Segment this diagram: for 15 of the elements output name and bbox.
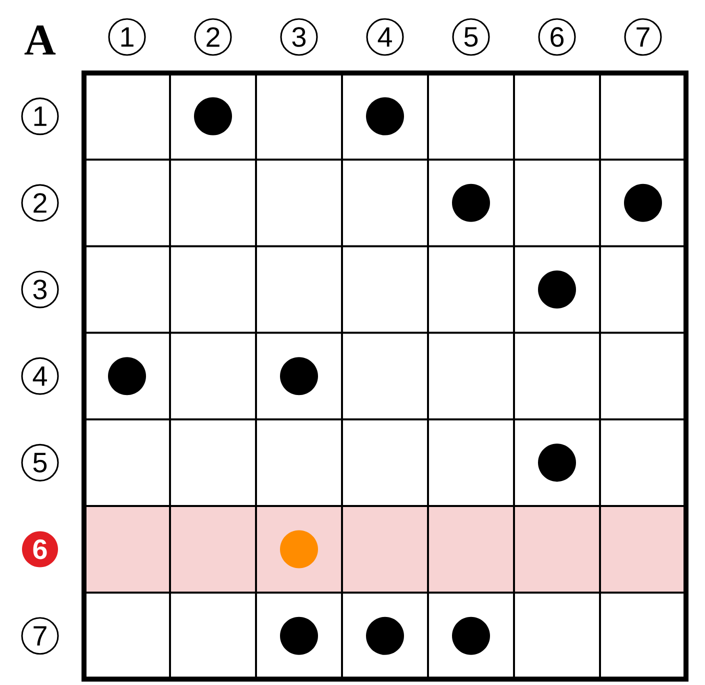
row-number: 1: [21, 98, 59, 136]
column-number: 6: [538, 18, 576, 56]
column-number: 1: [108, 18, 146, 56]
column-number: 2: [194, 18, 232, 56]
column-number: 7: [624, 18, 662, 56]
row-number: 3: [21, 270, 59, 308]
row-number: 6: [22, 531, 58, 568]
column-number: 4: [366, 18, 404, 56]
column-number: 5: [452, 18, 490, 56]
puzzle-letter: A: [24, 25, 56, 55]
row-number: 4: [21, 357, 59, 395]
row-number: 5: [21, 444, 59, 482]
row-number: 7: [21, 617, 59, 655]
row-number: 2: [21, 184, 59, 222]
column-number: 3: [280, 18, 318, 56]
